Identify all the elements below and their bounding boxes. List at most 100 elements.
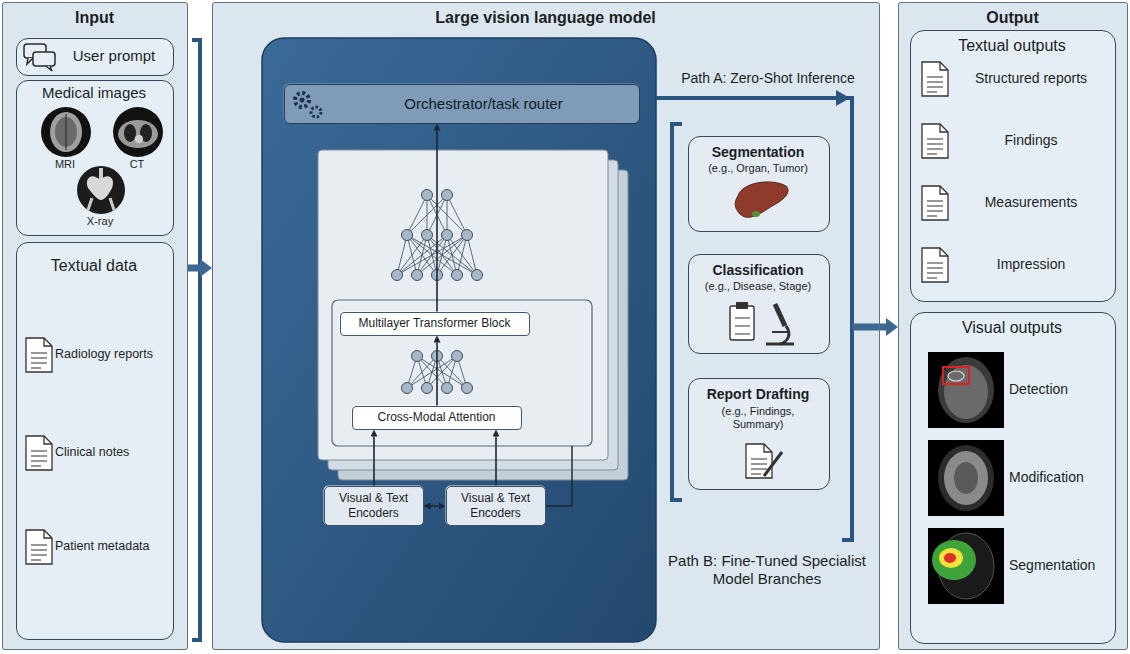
document-icon (922, 248, 948, 282)
document-icon (922, 62, 948, 96)
box-label: Orchestrator/task router (404, 95, 562, 113)
ct-image (113, 107, 163, 157)
speech-bubble (46, 66, 52, 71)
specialist-box: Report Drafting(e.g., Findings, Summary) (688, 378, 830, 490)
text-slot: Output (898, 8, 1128, 28)
network-node (402, 230, 413, 241)
network-node (442, 383, 453, 394)
image-label: MRI (55, 158, 75, 171)
network-node (442, 230, 453, 241)
bracket (842, 98, 852, 540)
microscope-icon (780, 326, 789, 344)
output-panel: Textual outputsStructured reportsFinding… (898, 2, 1128, 650)
node-fill (352, 406, 522, 430)
group-title: Textual outputs (958, 36, 1066, 55)
specialist-example: (e.g., Organ, Tumor) (708, 162, 808, 175)
node-fill (898, 2, 1128, 650)
network-node (402, 383, 413, 394)
network-node (462, 230, 473, 241)
text-slot: Multilayer Transformer Block (341, 313, 529, 335)
document-icon (26, 338, 52, 372)
detection-image (938, 357, 994, 423)
document-label: Clinical notes (55, 445, 129, 460)
specialist-box: Segmentation(e.g., Organ, Tumor) (688, 136, 830, 232)
text-slot: Patient metadata (55, 531, 169, 561)
panel-title: Large vision language model (435, 8, 656, 27)
text-slot: Visual outputs (909, 317, 1115, 339)
node-fill (2, 2, 188, 650)
specialist-box: Classification(e.g., Disease, Stage) (688, 254, 830, 354)
text-slot: Cross-Modal Attention (353, 407, 521, 429)
network-node (422, 190, 433, 201)
text-slot: Radiology reports (55, 339, 169, 369)
text-slot: (e.g., Organ, Tumor) (693, 162, 823, 176)
specialist-title: Report Drafting (707, 386, 810, 403)
clipboard-icon (736, 302, 748, 309)
text-slot: Path A: Zero-Shot Inference (662, 68, 874, 88)
text-slot: Large vision language model (212, 8, 880, 28)
liver-icon (735, 182, 788, 217)
box-label: Cross-Modal Attention (377, 410, 495, 424)
node-fill (212, 2, 880, 650)
node-fill (284, 84, 640, 124)
panel-title: Input (75, 8, 114, 27)
speech-bubble (33, 52, 55, 66)
node-fill (688, 136, 830, 232)
text-slot: Medical images (15, 83, 173, 103)
ct-image (124, 124, 136, 142)
gear-icon (311, 107, 321, 117)
node-fill (324, 486, 424, 526)
text-group-box: Textual dataRadiology reportsClinical no… (16, 242, 174, 640)
network-node (442, 190, 453, 201)
network-node (412, 270, 423, 281)
node-fill (446, 486, 546, 526)
visual-output-box: Visual outputsDetectionModificationSegme… (910, 312, 1116, 644)
box-label: Multilayer Transformer Block (358, 316, 510, 330)
ct-image (135, 135, 143, 143)
group-title: Visual outputs (962, 318, 1062, 337)
segmentation-mask (944, 553, 956, 563)
ct-image (118, 120, 158, 148)
connector (373, 437, 375, 486)
segmentation-mask (939, 548, 963, 568)
xray-image (88, 198, 114, 210)
network-node (422, 230, 433, 241)
encoder-box: Visual & Text Encoders (324, 486, 424, 526)
attention-block: Cross-Modal Attention (352, 406, 522, 430)
connector (436, 343, 438, 406)
panel-title: Output (986, 8, 1038, 27)
text-slot: MRI (45, 158, 85, 172)
text-output-box: Textual outputsStructured reportsFinding… (910, 30, 1116, 302)
text-slot: Visual & Text Encoders (447, 487, 545, 525)
microscope-icon (772, 331, 788, 333)
connector (880, 324, 886, 331)
text-slot: Classification (687, 261, 829, 279)
detection-image (948, 371, 964, 381)
text-slot: Visual & Text Encoders (325, 487, 423, 525)
text-slot: Structured reports (953, 63, 1109, 93)
transformer-block: Multilayer Transformer Block (340, 312, 530, 336)
detection-box (943, 367, 969, 384)
mri-image (65, 114, 66, 150)
clipboard-icon (730, 306, 754, 340)
specialist-title: Segmentation (712, 144, 805, 161)
output-arrow-stub (852, 324, 880, 331)
document-label: Patient metadata (55, 539, 150, 554)
text-slot: Textual data (15, 255, 173, 277)
document-icon (26, 436, 52, 470)
text-slot: (e.g., Findings, Summary) (695, 404, 821, 432)
output-label: Segmentation (1009, 557, 1095, 574)
text-slot: X-ray (75, 215, 125, 229)
detection-image (944, 365, 988, 419)
mri-image (41, 107, 91, 157)
node-fill (16, 80, 174, 236)
connector (188, 265, 200, 272)
text-slot: Clinical notes (55, 437, 169, 467)
box-label: Visual & Text Encoders (453, 491, 539, 520)
path-label: Path B: Fine-Tuned Specialist Model Bran… (660, 552, 874, 588)
network-node (462, 383, 473, 394)
output-label: Modification (1009, 469, 1084, 486)
text-slot: Detection (1009, 377, 1109, 401)
liver-icon (752, 211, 760, 217)
